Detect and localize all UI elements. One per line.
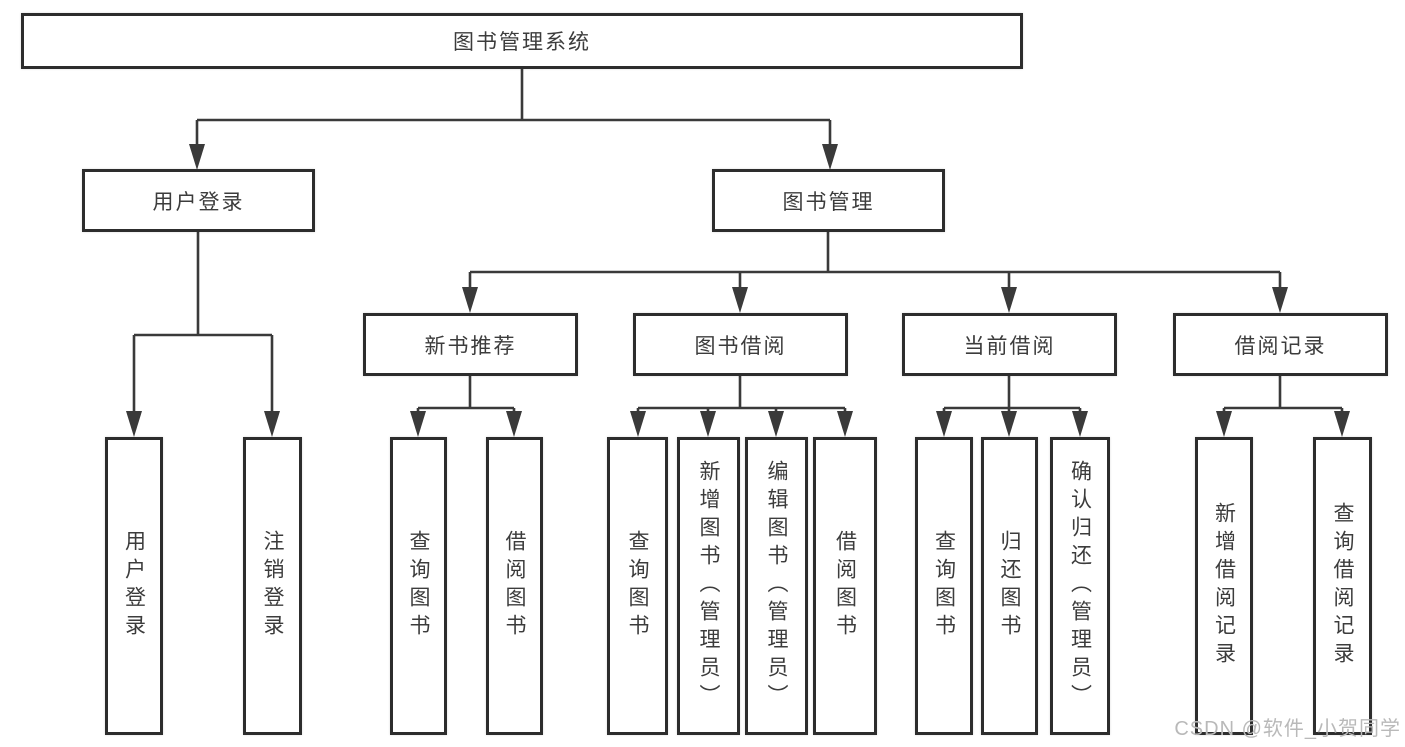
leaf-label: 编辑图书（管理员） [765,460,789,712]
leaf-label: 借阅图书 [503,530,527,642]
leaf-label: 借阅图书 [833,530,857,642]
leaf-label: 新增借阅记录 [1212,502,1236,670]
leaf-confirm-return-admin: 确认归还（管理员） [1050,437,1110,735]
node-current-borrow: 当前借阅 [902,313,1117,376]
node-user-login-branch: 用户登录 [82,169,315,232]
node-label: 新书推荐 [424,334,517,358]
node-label: 图书管理 [782,190,875,214]
node-book-management-branch: 图书管理 [712,169,945,232]
leaf-label: 查询图书 [407,530,431,642]
leaf-query-books-3: 查询图书 [915,437,973,735]
node-label: 用户登录 [152,190,245,214]
leaf-borrow-books-1: 借阅图书 [486,437,543,735]
csdn-watermark: CSDN @软件_小贺同学 [1174,718,1401,740]
node-new-book-recommend: 新书推荐 [363,313,578,376]
leaf-label: 查询借阅记录 [1331,502,1355,670]
leaf-query-books-1: 查询图书 [390,437,447,735]
leaf-label: 注销登录 [261,530,285,642]
leaf-query-books-2: 查询图书 [607,437,668,735]
leaf-add-books-admin: 新增图书（管理员） [677,437,740,735]
leaf-label: 归还图书 [998,530,1022,642]
node-label: 借阅记录 [1234,334,1327,358]
leaf-query-borrow-record: 查询借阅记录 [1313,437,1372,735]
node-label: 图书管理系统 [453,31,591,54]
node-book-borrow: 图书借阅 [633,313,848,376]
leaf-label: 新增图书（管理员） [697,460,721,712]
node-label: 图书借阅 [694,334,787,358]
leaf-return-books: 归还图书 [981,437,1038,735]
leaf-user-login: 用户登录 [105,437,163,735]
leaf-logout: 注销登录 [243,437,302,735]
leaf-label: 查询图书 [626,530,650,642]
node-label: 当前借阅 [963,334,1056,358]
leaf-add-borrow-record: 新增借阅记录 [1195,437,1253,735]
leaf-edit-books-admin: 编辑图书（管理员） [745,437,808,735]
leaf-borrow-books-2: 借阅图书 [813,437,877,735]
leaf-label: 确认归还（管理员） [1068,460,1092,712]
leaf-label: 查询图书 [932,530,956,642]
node-borrow-record: 借阅记录 [1173,313,1388,376]
node-library-management-system: 图书管理系统 [21,13,1023,69]
leaf-label: 用户登录 [122,530,146,642]
